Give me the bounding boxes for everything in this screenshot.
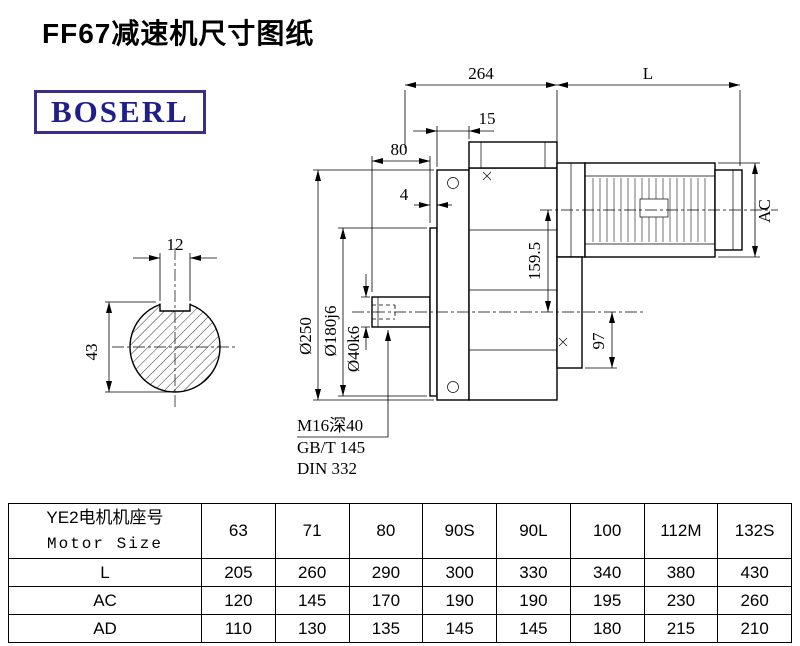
row-label-cell: AC [8,586,202,615]
brand-logo-text: BOSERL [51,94,189,129]
housing-step-lines [469,229,557,351]
value-cell: 190 [496,586,571,615]
value-cell: 430 [717,558,792,587]
size-cell: 71 [274,503,350,559]
value-cell: 130 [274,614,350,643]
dim-label-15: 15 [479,109,496,128]
keyway-cutout [159,295,191,311]
dimension-lines [105,82,760,438]
ext-lines-12 [159,253,191,301]
dim-label-dia250: Ø250 [296,317,315,355]
value-cell: 145 [422,614,497,643]
value-cell: 340 [569,558,645,587]
reducer-main-view [371,141,743,401]
value-cell: 260 [274,558,350,587]
mounting-flange [436,169,470,401]
table-header-row: YE2电机机座号 Motor Size 63 71 80 90S 90L 100… [8,503,792,559]
row-label-cell: L [8,558,202,587]
row-label-cell: AD [8,614,202,643]
size-cell: 90S [422,503,497,559]
size-cell: 63 [201,503,276,559]
value-cell: 330 [496,558,571,587]
flange-bolt-hole-bottom [447,381,459,393]
note-din: DIN 332 [297,459,357,478]
ext-lines-43 [105,301,171,393]
ext-lines-80 [371,156,431,292]
center-mark-top [482,171,492,181]
value-cell: 300 [422,558,497,587]
page-title: FF67减速机尺寸图纸 [42,18,315,49]
housing-top-ribs [480,142,546,168]
size-cell: 132S [717,503,792,559]
value-cell: 190 [422,586,497,615]
dim-label-L: L [643,64,653,83]
size-cell: 80 [348,503,424,559]
dim-label-12: 12 [167,235,184,254]
motor-size-header-cell: YE2电机机座号 Motor Size [8,503,202,559]
value-cell: 205 [201,558,276,587]
motor-size-table: YE2电机机座号 Motor Size 63 71 80 90S 90L 100… [8,503,792,643]
top-extension-lines [404,90,741,166]
dim-label-dia180: Ø180j6 [321,306,340,357]
table-row-AC: AC 120 145 170 190 190 195 230 260 [8,586,792,615]
brand-logo: BOSERL [34,90,206,134]
size-cell: 90L [496,503,571,559]
value-cell: 145 [496,614,571,643]
motor-size-header-cn: YE2电机机座号 [46,508,164,528]
value-cell: 290 [348,558,424,587]
ext-lines-dia180 [338,227,427,397]
dimension-labels: 264 L 15 80 4 Ø250 Ø180j6 Ø40k6 159.5 97… [82,64,774,478]
dim-label-4: 4 [400,185,409,204]
dim-label-159-5: 159.5 [525,242,544,280]
dim-label-80: 80 [391,140,408,159]
housing-top-section [468,141,558,169]
centerlines [112,209,778,410]
note-thread: M16深40 [297,416,363,435]
value-cell: 215 [643,614,719,643]
value-cell: 120 [201,586,276,615]
value-cell: 230 [643,586,719,615]
flange-bolt-hole-top [447,177,459,189]
center-mark-bottom [558,337,568,347]
dim-label-97: 97 [589,332,608,350]
motor-frame-lines [585,175,715,245]
size-cell: 112M [643,503,719,559]
size-cell: 100 [569,503,645,559]
value-cell: 170 [348,586,424,615]
value-cell: 260 [717,586,792,615]
input-cover [556,256,583,369]
dimension-drawing: 264 L 15 80 4 Ø250 Ø180j6 Ø40k6 159.5 97… [82,64,778,478]
table-row-L: L 205 260 290 300 330 340 380 430 [8,558,792,587]
motor-size-header-en: Motor Size [46,534,163,553]
gear-housing [468,167,558,401]
value-cell: 110 [201,614,276,643]
thread-note-leader [297,330,391,438]
table-row-AD: AD 110 130 135 145 145 180 215 210 [8,614,792,643]
value-cell: 180 [569,614,645,643]
value-cell: 380 [643,558,719,587]
value-cell: 145 [274,586,350,615]
motor-nameplate [639,198,669,218]
dim-label-264: 264 [468,64,494,83]
dim-label-43: 43 [82,344,101,361]
dim-label-AC: AC [755,199,774,223]
value-cell: 135 [348,614,424,643]
ext-lines-dia250 [313,169,434,401]
dim-label-dia40: Ø40k6 [344,326,363,372]
value-cell: 195 [569,586,645,615]
value-cell: 210 [717,614,792,643]
ext-lines-15 [436,126,470,167]
note-gb: GB/T 145 [297,438,365,457]
